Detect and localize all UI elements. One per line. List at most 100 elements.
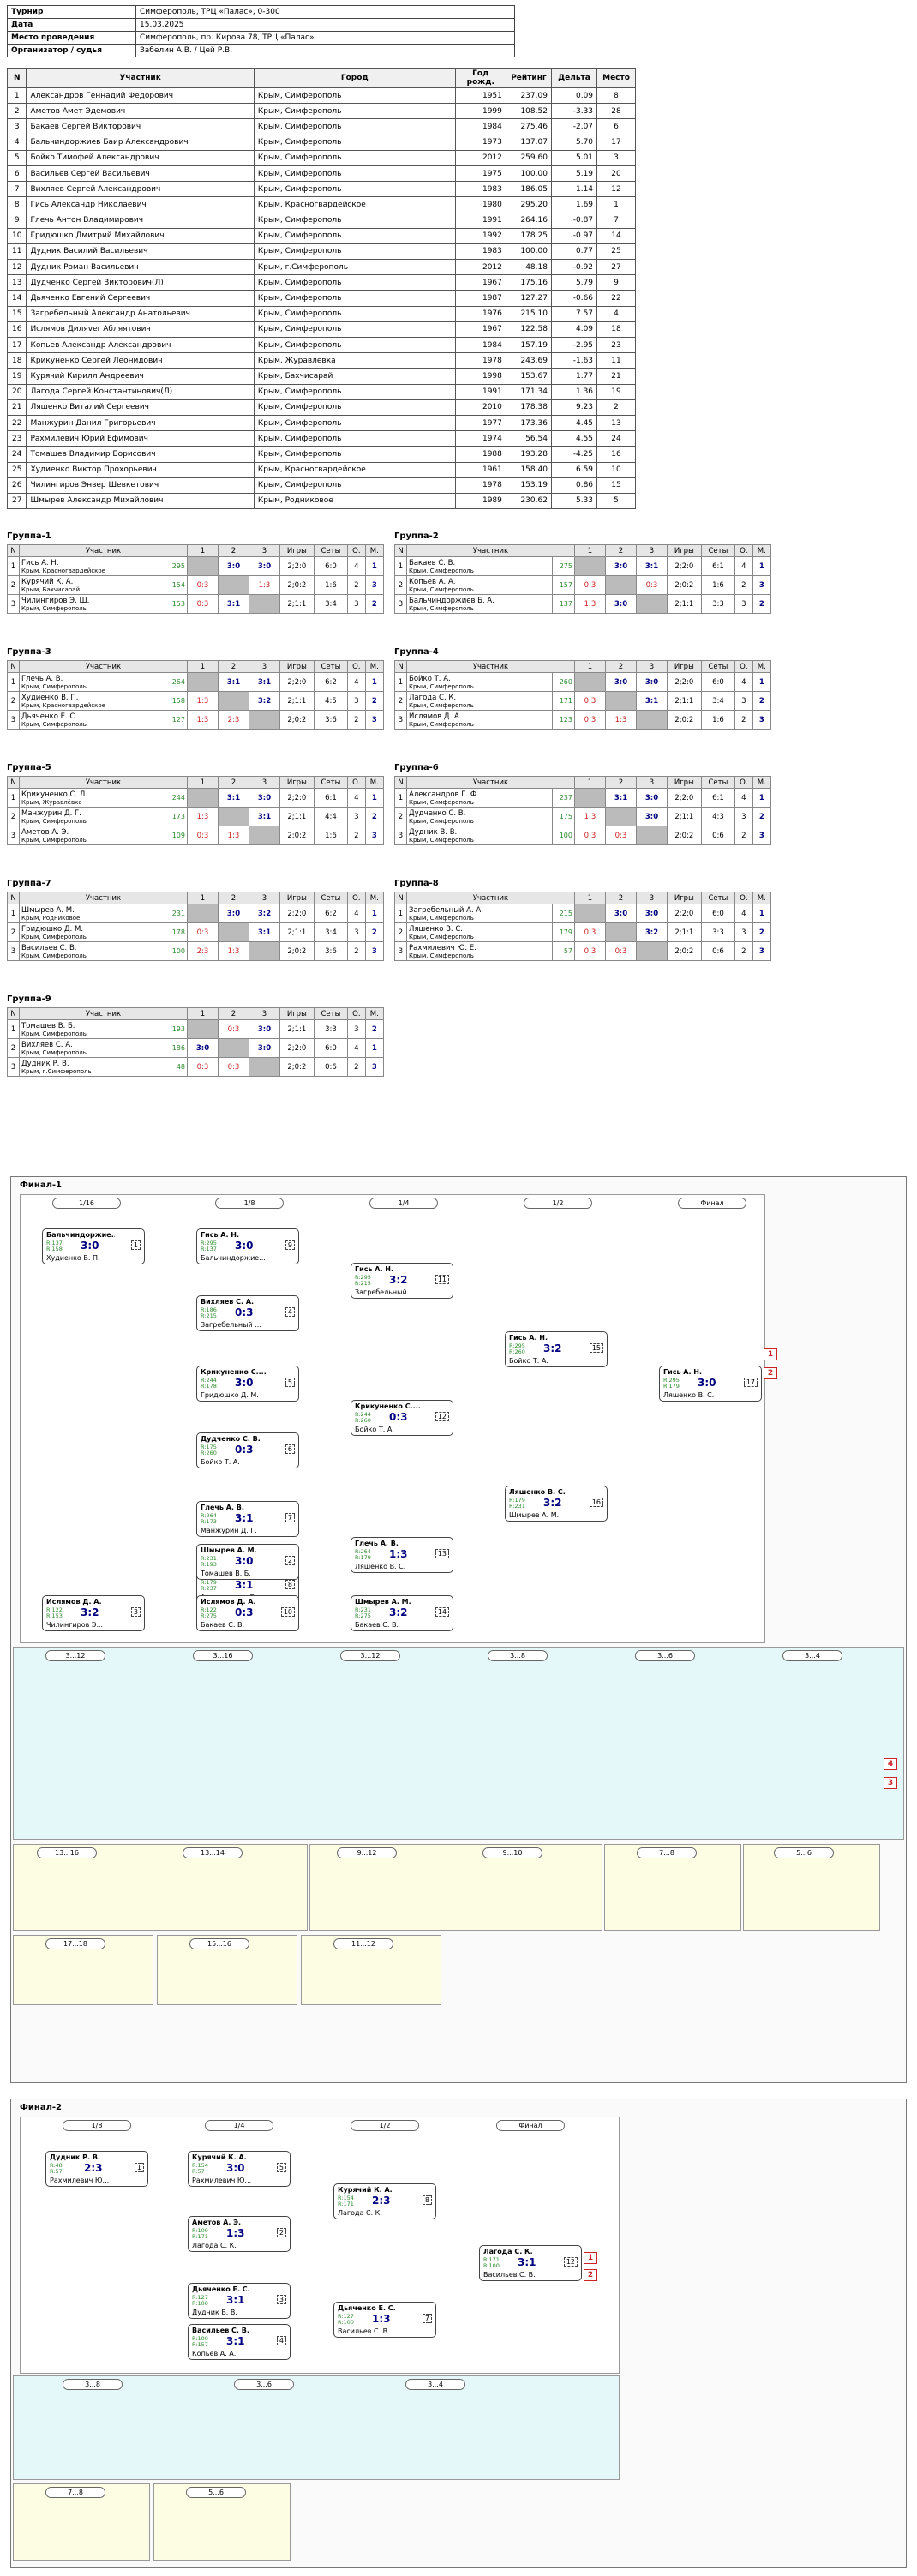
group-score-cell bbox=[218, 1038, 249, 1059]
group-column-header: Игры bbox=[667, 892, 702, 905]
group-score: 2:3 bbox=[227, 715, 240, 724]
match-rating-1: R:295 bbox=[663, 1377, 680, 1384]
group-player-city: Крым, Симферополь bbox=[409, 817, 474, 825]
group-place: 3 bbox=[364, 826, 385, 846]
cell-n: 8 bbox=[6, 196, 27, 213]
group-sets: 6:0 bbox=[700, 904, 736, 924]
group-player-rating: 153 bbox=[165, 594, 188, 615]
match-player-2: Рахмилевич Ю... bbox=[192, 2177, 252, 2184]
cell-n: 12 bbox=[6, 259, 27, 276]
match-rating-1: R:154 bbox=[338, 2195, 354, 2201]
cell-d: 7.57 bbox=[550, 305, 598, 322]
cell-name: Аметов Амет Эдемович bbox=[26, 103, 255, 120]
cell-name: Ислямов Диляver Абляятович bbox=[26, 321, 255, 339]
group-sets: 1:6 bbox=[700, 710, 736, 730]
group-player-rating: 193 bbox=[165, 1019, 188, 1040]
group-score-cell: 3:0 bbox=[218, 556, 249, 577]
column-header: Дельта bbox=[550, 68, 598, 88]
final-1-7-8-zone bbox=[604, 1844, 741, 1931]
group-score: 3:0 bbox=[257, 793, 272, 802]
group-score-cell: 1:3 bbox=[218, 826, 249, 846]
cell-p: 16 bbox=[596, 446, 636, 463]
group-column-header: Сеты bbox=[313, 776, 349, 790]
group-player-city: Крым, Симферополь bbox=[21, 1030, 87, 1037]
group-games: 2;0:2 bbox=[667, 575, 702, 596]
group-column-header: Сеты bbox=[700, 544, 736, 558]
group-score-cell: 0:3 bbox=[574, 575, 606, 596]
match-rating-1: R:109 bbox=[192, 2227, 208, 2234]
cell-r: 264.16 bbox=[505, 212, 552, 229]
match-player-1: Курячий К. А. bbox=[192, 2153, 247, 2161]
group-column-header: Сеты bbox=[700, 892, 736, 905]
match-rating-1: R:244 bbox=[201, 1377, 217, 1384]
match-number: 2 bbox=[276, 2228, 286, 2237]
cell-p: 20 bbox=[596, 165, 636, 183]
cell-name: Бальчиндоржиев Баир Александрович bbox=[26, 134, 255, 151]
match-rating-1: R:122 bbox=[46, 1606, 63, 1613]
group-score-cell: 3:1 bbox=[218, 594, 249, 615]
place-box: 1 bbox=[764, 1348, 777, 1360]
cell-n: 5 bbox=[6, 149, 27, 166]
match-number: 4 bbox=[285, 1307, 295, 1317]
group-player-rating: 137 bbox=[552, 594, 575, 615]
cell-city: Крым, Симферополь bbox=[253, 227, 456, 244]
group-score: 3:0 bbox=[644, 677, 659, 687]
match-score: 3:2 bbox=[389, 1606, 408, 1618]
match-rating-2: R:100 bbox=[483, 2262, 500, 2269]
cell-p: 18 bbox=[596, 321, 636, 339]
group-score: 3:0 bbox=[226, 909, 241, 918]
cell-d: 4.09 bbox=[550, 321, 598, 339]
group-points: 2 bbox=[347, 1057, 366, 1078]
group-score-cell: 3:1 bbox=[218, 672, 249, 693]
cell-city: Крым, Симферополь bbox=[253, 118, 456, 135]
group-player-name: Дудченко С. В. bbox=[409, 808, 466, 818]
group-column-header: 1 bbox=[187, 660, 219, 674]
group-player-number: 1 bbox=[394, 672, 407, 693]
match-rating-1: R:295 bbox=[509, 1342, 525, 1349]
group-column-header: М. bbox=[752, 892, 772, 905]
match-rating-1: R:264 bbox=[355, 1548, 371, 1555]
group-player-name: Манжурин Д. Г. bbox=[21, 808, 81, 818]
cell-yr: 1976 bbox=[454, 305, 506, 322]
cell-r: 153.19 bbox=[505, 477, 552, 494]
cell-yr: 1991 bbox=[454, 383, 506, 400]
match-score: 3:1 bbox=[235, 1579, 254, 1591]
group-player: Глечь А. В.Крым, Симферополь bbox=[19, 672, 165, 693]
match-number: 8 bbox=[422, 2195, 432, 2205]
cell-yr: 2012 bbox=[454, 259, 506, 276]
group-score-cell bbox=[636, 710, 668, 730]
group-sets: 6:1 bbox=[313, 788, 349, 808]
cell-yr: 1999 bbox=[454, 103, 506, 120]
match-score: 3:0 bbox=[226, 2162, 245, 2174]
group-player-number: 1 bbox=[7, 904, 20, 924]
match-player-2: Загребельный ... bbox=[355, 1288, 416, 1296]
group-score-cell: 3:0 bbox=[249, 1038, 280, 1059]
group-column-header: О. bbox=[347, 776, 366, 790]
cell-name: Ляшенко Виталий Сергеевич bbox=[26, 399, 255, 416]
group-player-city: Крым, Симферополь bbox=[409, 836, 474, 844]
match-number: 5 bbox=[276, 2163, 286, 2172]
group-score: 0:3 bbox=[584, 946, 596, 956]
group-score-cell: 2:3 bbox=[218, 710, 249, 730]
match-rating-2: R:57 bbox=[50, 2168, 63, 2175]
group-column-header: Участник bbox=[19, 776, 188, 790]
group-score-cell bbox=[218, 922, 249, 943]
cell-r: 295.20 bbox=[505, 196, 552, 213]
cell-r: 173.36 bbox=[505, 414, 552, 432]
group-games: 2;0:2 bbox=[279, 941, 315, 962]
